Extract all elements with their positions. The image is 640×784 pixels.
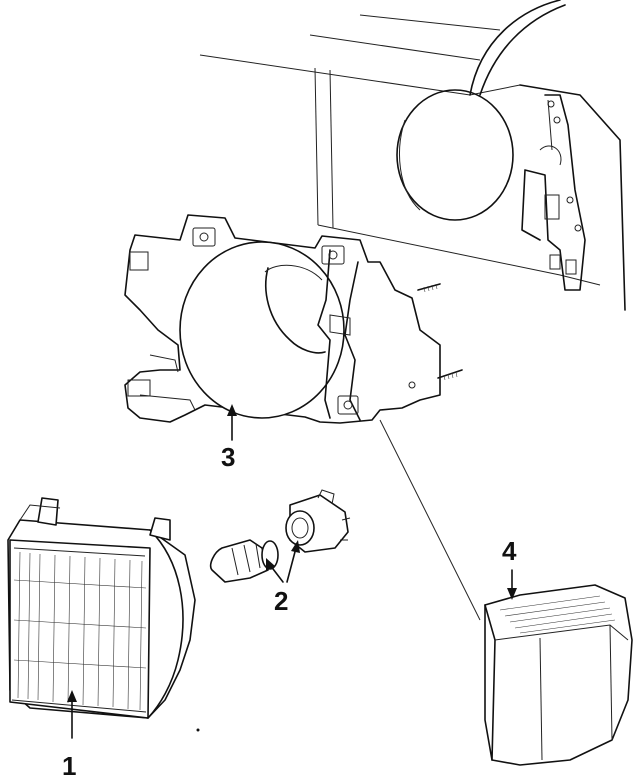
callout-4-number: 4 [502, 536, 517, 566]
callout-3-number: 3 [221, 442, 235, 472]
callout-4: 4 [502, 536, 517, 600]
speck-mark [196, 728, 200, 732]
callout-1: 1 [62, 690, 77, 781]
headlamp [7, 497, 196, 719]
bulb-and-socket [209, 489, 351, 583]
callout-3: 3 [221, 404, 237, 472]
callout-2: 2 [266, 540, 300, 616]
mounting-bracket [124, 214, 481, 621]
callout-1-number: 1 [62, 751, 76, 781]
callout-2-number: 2 [274, 586, 288, 616]
side-marker-lamp [484, 584, 633, 766]
vehicle-body-panel [199, 0, 626, 311]
